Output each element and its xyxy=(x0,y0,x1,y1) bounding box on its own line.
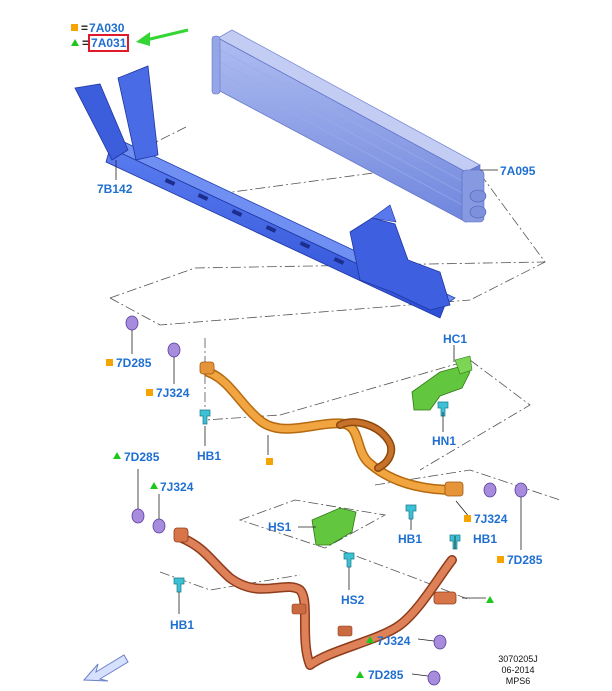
callout-HN1: HN1 xyxy=(432,434,457,448)
callout-7J324-bottom: 7J324 xyxy=(377,634,411,648)
cooler-tube-lower xyxy=(173,527,457,670)
orange-square-icon xyxy=(71,24,78,31)
callout-HB1-mid: HB1 xyxy=(398,532,423,546)
callout-7A095: 7A095 xyxy=(500,164,536,178)
green-arrow-icon xyxy=(136,28,189,46)
drawing-code: MPS6 xyxy=(505,676,531,686)
green-triangle-icon xyxy=(71,39,79,46)
callout-7D285-top: 7D285 xyxy=(116,356,152,370)
legend-equals: = xyxy=(82,36,90,50)
legend-part-7A031: 7A031 xyxy=(87,34,130,52)
legend-part-7A030: 7A030 xyxy=(89,21,125,35)
direction-arrow-icon xyxy=(82,654,129,682)
bolt-set xyxy=(173,401,461,593)
callout-HB1-top: HB1 xyxy=(197,449,222,463)
callout-HB1-left: HB1 xyxy=(170,618,195,632)
callout-HS1: HS1 xyxy=(268,520,292,534)
callout-7D285-left: 7D285 xyxy=(124,450,160,464)
legend-row-square: =7A030 xyxy=(71,21,124,35)
tube-clip-upper xyxy=(411,355,473,411)
drawing-number: 3070205J xyxy=(498,654,538,664)
callout-HB1-right: HB1 xyxy=(473,532,498,546)
legend-equals: = xyxy=(81,21,89,35)
callout-7J324-top: 7J324 xyxy=(156,386,190,400)
leader-lines xyxy=(115,160,522,677)
tube-clip-lower xyxy=(311,507,357,546)
callout-HS2: HS2 xyxy=(341,593,365,607)
legend-row-triangle: =7A031 xyxy=(71,34,130,52)
callout-7D285-bottom: 7D285 xyxy=(368,668,404,682)
cooler-bracket xyxy=(74,65,456,319)
drawing-info: 3070205J 06-2014 MPS6 xyxy=(490,654,546,687)
callout-7B142: 7B142 xyxy=(97,182,133,196)
fastener-set xyxy=(125,315,528,686)
callout-7J324-right: 7J324 xyxy=(474,512,508,526)
callout-HC1: HC1 xyxy=(443,332,468,346)
cooler-tube-upper xyxy=(199,361,464,497)
marker-symbols xyxy=(106,359,504,678)
callout-7D285-right: 7D285 xyxy=(507,553,543,567)
oil-cooler xyxy=(211,29,487,223)
callout-7J324-left: 7J324 xyxy=(160,480,194,494)
drawing-date: 06-2014 xyxy=(501,665,535,675)
